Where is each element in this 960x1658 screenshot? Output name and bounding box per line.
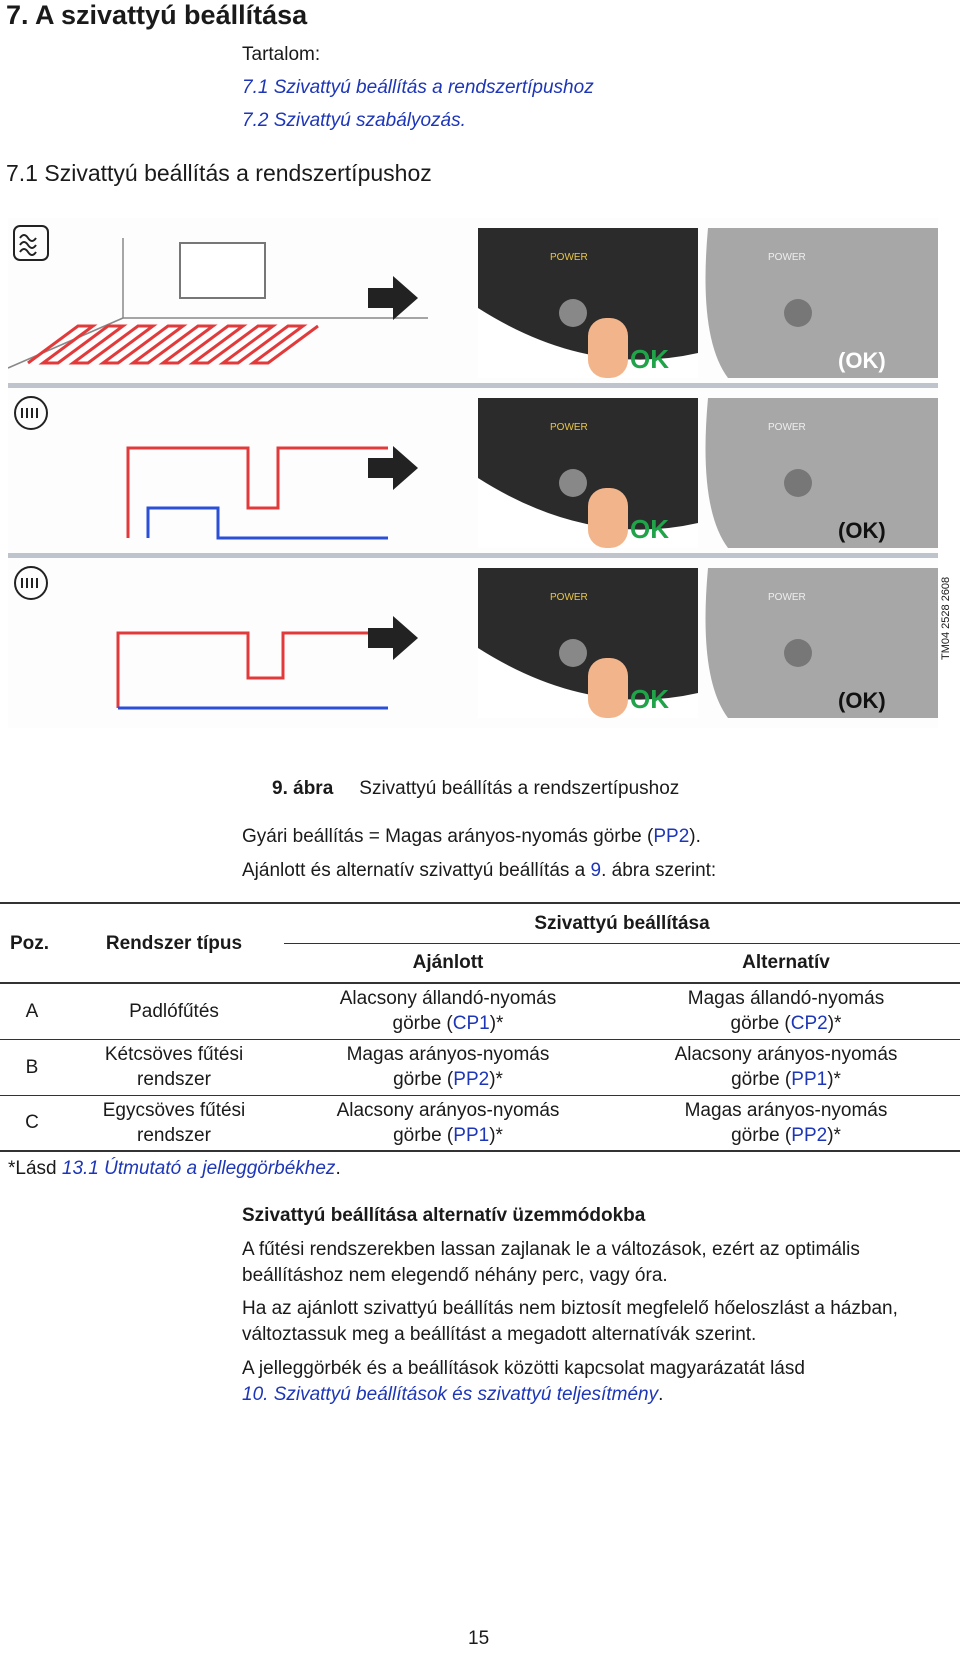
panel-two-pipe: POWER OK POWER (OK) (8, 388, 938, 558)
toc-link-7-2[interactable]: 7.2 Szivattyú szabályozás. (242, 110, 466, 131)
figure-9-link[interactable]: 9 (590, 860, 602, 881)
pos-cell: C (0, 1095, 64, 1152)
alt-section-title: Szivattyú beállítása alternatív üzemmódo… (242, 1205, 646, 1226)
col-header-setting: Szivattyú beállítása (284, 902, 960, 944)
toc-link-7-1[interactable]: 7.1 Szivattyú beállítás a rendszertípush… (242, 77, 594, 98)
footnote-link[interactable]: 13.1 Útmutató a jelleggörbékhez (61, 1158, 336, 1179)
pos-cell: B (0, 1039, 64, 1096)
pump-display-dark: POWER OK (478, 398, 698, 548)
figure-caption: 9. ábra Szivattyú beállítás a rendszertíp… (272, 778, 679, 800)
svg-text:POWER: POWER (550, 422, 588, 433)
pump-display-dark: POWER OK (478, 228, 698, 378)
radiator-two-pipe-icon (14, 396, 48, 430)
svg-text:OK: OK (630, 344, 669, 374)
footnote: *Lásd 13.1 Útmutató a jelleggörbékhez. (8, 1158, 341, 1179)
arrow-right-icon (368, 276, 418, 320)
page-number: 15 (468, 1628, 490, 1649)
settings-table: Poz. Rendszer típus Szivattyú beállítása… (0, 902, 960, 1152)
pump-display-dark: POWER OK (478, 568, 698, 718)
pump-display-grey: POWER (OK) (705, 398, 938, 548)
svg-text:POWER: POWER (768, 592, 806, 603)
alt-section-p2: Ha az ajánlott szivattyú beállítás nem b… (242, 1298, 898, 1345)
arrow-right-icon (368, 446, 418, 490)
svg-text:POWER: POWER (550, 252, 588, 263)
col-header-pos: Poz. (0, 902, 64, 984)
recommended-line: Ajánlott és alternatív szivattyú beállít… (242, 860, 717, 881)
factory-setting-line: Gyári beállítás = Magas arányos-nyomás g… (242, 826, 701, 847)
col-header-recommended: Ajánlott (284, 943, 612, 984)
type-cell: Padlófűtés (64, 983, 284, 1040)
caption-text: Szivattyú beállítás a rendszertípushoz (359, 778, 680, 799)
col-header-type: Rendszer típus (64, 902, 284, 984)
figure-9: POWER OK POWER (OK) (8, 218, 938, 758)
section-heading: 7.1 Szivattyú beállítás a rendszertípush… (6, 160, 432, 186)
panel-floor-heating: POWER OK POWER (OK) (8, 218, 938, 388)
pump-display-grey: POWER (OK) (705, 228, 938, 378)
svg-text:POWER: POWER (768, 252, 806, 263)
col-header-alternative: Alternatív (612, 943, 960, 984)
arrow-right-icon (368, 616, 418, 660)
svg-text:OK: OK (630, 514, 669, 544)
svg-text:(OK): (OK) (838, 688, 886, 713)
figure-code: TM04 2528 2608 (940, 576, 952, 660)
svg-text:POWER: POWER (768, 422, 806, 433)
caption-number: 9. ábra (272, 778, 334, 799)
pos-cell: A (0, 983, 64, 1040)
alt-section-p1: A fűtési rendszerekben lassan zajlanak l… (242, 1239, 860, 1286)
svg-text:(OK): (OK) (838, 518, 886, 543)
panel-one-pipe: POWER OK POWER (OK) (8, 558, 938, 728)
toc-label: Tartalom: (242, 44, 321, 65)
pump-display-grey: POWER (OK) (705, 568, 938, 718)
svg-text:OK: OK (630, 684, 669, 714)
svg-text:(OK): (OK) (838, 348, 886, 373)
svg-text:POWER: POWER (550, 592, 588, 603)
performance-link[interactable]: 10. Szivattyú beállítások és szivattyú t… (242, 1384, 659, 1405)
floor-heating-icon (13, 225, 49, 261)
page-heading: 7. A szivattyú beállítása (6, 0, 308, 30)
radiator-one-pipe-icon (14, 566, 48, 600)
pp2-link[interactable]: PP2 (653, 826, 690, 847)
alt-section-p3: A jelleggörbék és a beállítások közötti … (242, 1358, 805, 1405)
